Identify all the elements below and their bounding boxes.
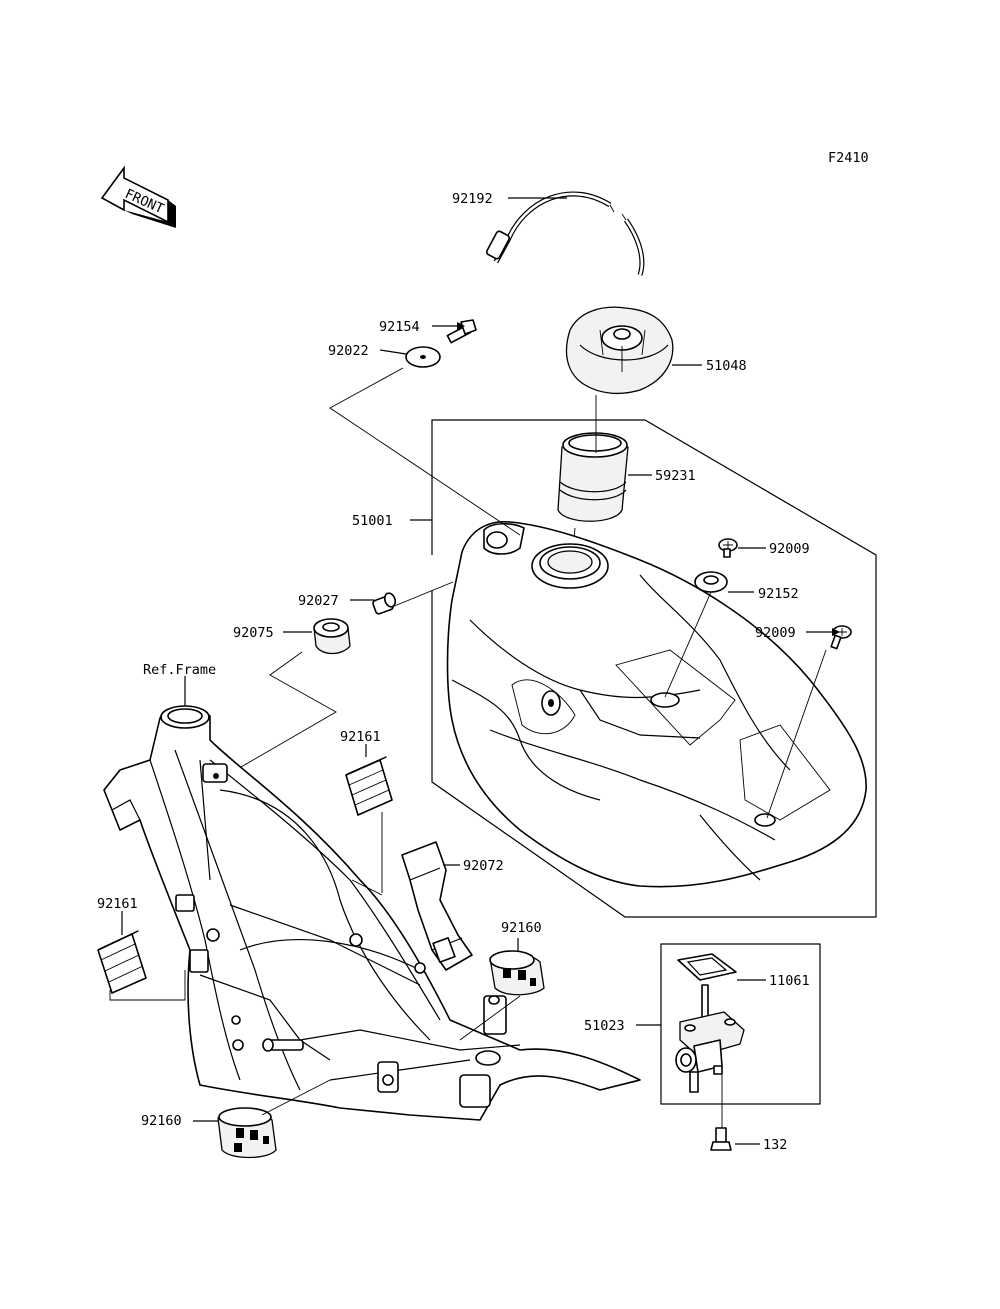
part-label-51023: 51023 <box>584 1018 625 1034</box>
damper-92075 <box>313 618 351 655</box>
part-label-92160-right: 92160 <box>501 920 542 936</box>
grommet-92152 <box>694 571 728 593</box>
part-label-92072: 92072 <box>463 858 504 874</box>
collar-92160-left <box>217 1107 277 1159</box>
part-label-92160-left: 92160 <box>141 1113 182 1129</box>
fuel-cap <box>565 306 674 395</box>
rubber-92161-upper <box>345 756 393 816</box>
part-label-92075: 92075 <box>233 625 274 641</box>
breather-hose <box>485 191 645 276</box>
part-label-11061: 11061 <box>769 973 810 989</box>
part-label-92027: 92027 <box>298 593 339 609</box>
collar-92160-right <box>489 950 545 996</box>
ref-frame-label: Ref.Frame <box>143 662 216 678</box>
part-label-92152: 92152 <box>758 586 799 602</box>
bolt-132 <box>710 1127 732 1151</box>
part-label-92009-upper: 92009 <box>769 541 810 557</box>
part-label-51001: 51001 <box>352 513 393 529</box>
part-label-92154: 92154 <box>379 319 420 335</box>
bracket-92072 <box>401 841 473 971</box>
rubber-92161-lower <box>97 930 147 994</box>
collar-92027 <box>372 592 397 615</box>
motorcycle-frame <box>103 705 641 1121</box>
screw-92009-upper <box>718 538 738 558</box>
fuel-cock <box>675 953 745 1093</box>
part-label-92009-lower: 92009 <box>755 625 796 641</box>
front-arrow-icon: FRONT <box>100 165 176 228</box>
figure-code: F2410 <box>828 150 869 166</box>
part-label-92022: 92022 <box>328 343 369 359</box>
part-label-92161-upper: 92161 <box>340 729 381 745</box>
part-label-59231: 59231 <box>655 468 696 484</box>
bolt-92154 <box>446 319 477 344</box>
part-label-92192: 92192 <box>452 191 493 207</box>
filler-neck <box>557 432 629 522</box>
part-label-92161-lower: 92161 <box>97 896 138 912</box>
part-label-132: 132 <box>763 1137 787 1153</box>
part-label-51048: 51048 <box>706 358 747 374</box>
fuel-tank <box>446 520 867 888</box>
washer-92022 <box>405 346 441 368</box>
